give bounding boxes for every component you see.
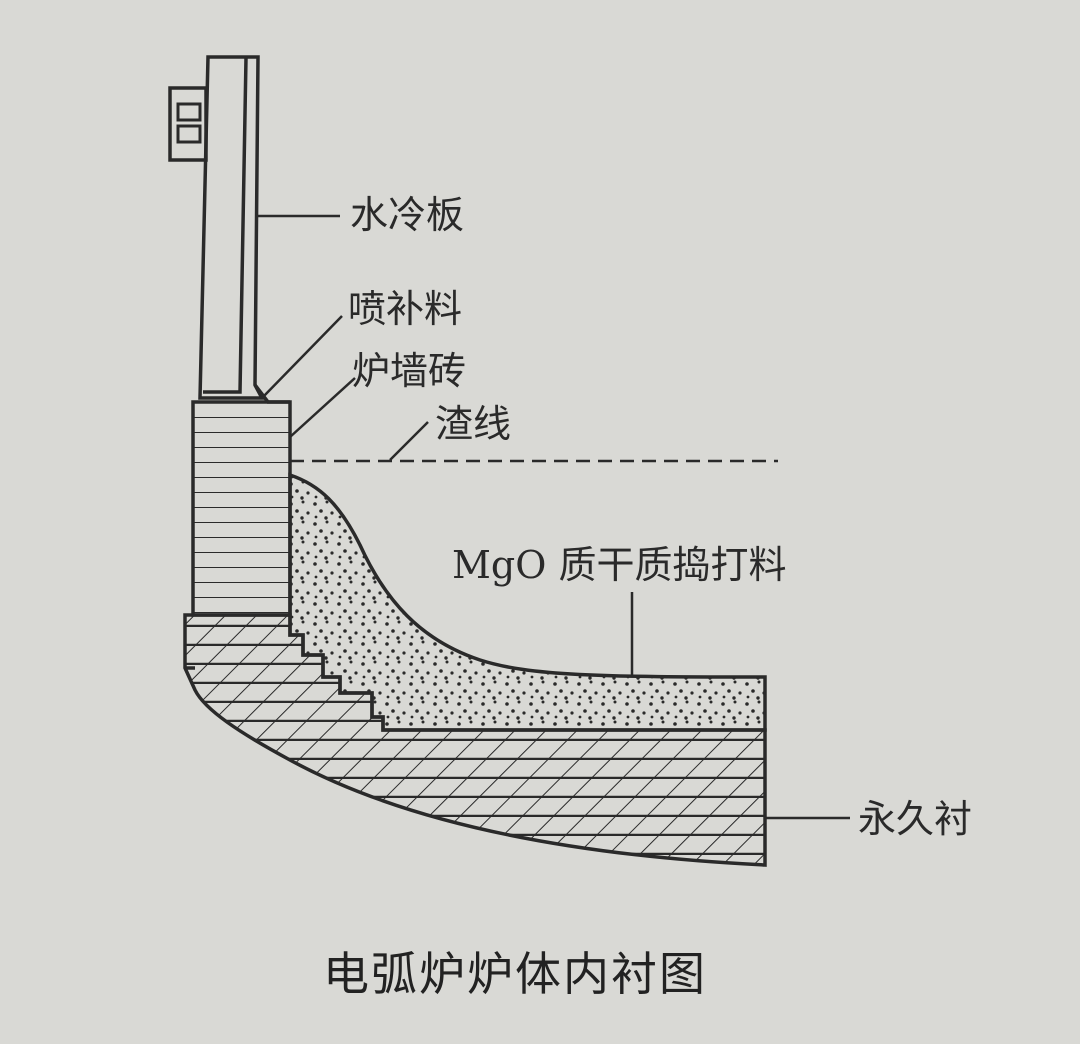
- bracket: [168, 86, 208, 162]
- permanent-lining: [183, 613, 767, 867]
- label-water-cooled-panel: 水冷板: [350, 193, 465, 237]
- label-permanent-lining: 永久衬: [858, 797, 973, 841]
- figure-caption: 电弧炉炉体内衬图: [323, 947, 707, 1001]
- label-wall-brick: 炉墙砖: [352, 349, 467, 393]
- label-gunning-material: 喷补料: [348, 287, 463, 331]
- wall-bricks: [191, 400, 292, 617]
- label-mgo-ramming: MgO 质干质捣打料: [452, 543, 787, 587]
- label-slag-line: 渣线: [435, 402, 512, 446]
- water-cooled-panel: [198, 55, 265, 400]
- leader-lines: [258, 214, 850, 820]
